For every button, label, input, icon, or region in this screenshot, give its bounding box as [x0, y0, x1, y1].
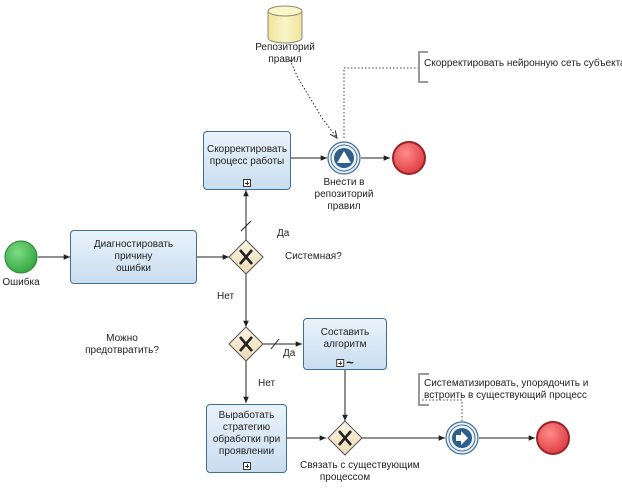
- default-flow-slash-top: [240, 220, 252, 232]
- task-strategy-line1: Выработать: [218, 409, 275, 421]
- flow-label-no-mid: Нет: [217, 291, 235, 302]
- sequence-flows: [38, 155, 535, 441]
- subprocess-loop-marker[interactable]: ~: [336, 355, 354, 370]
- gateway-systemic-label: Системная?: [285, 251, 342, 262]
- subprocess-plus-icon[interactable]: [336, 359, 345, 367]
- task-strategy-line3: обработки при: [212, 433, 281, 445]
- flow-label-yes-top: Да: [277, 228, 290, 239]
- start-event-label: Ошибка: [2, 277, 40, 288]
- subprocess-marker[interactable]: [243, 179, 251, 187]
- subprocess-marker[interactable]: [242, 462, 251, 470]
- annotation-bracket-top: [418, 51, 428, 83]
- exclusive-gateway-systemic[interactable]: [228, 239, 264, 275]
- subprocess-plus-icon[interactable]: [242, 462, 251, 470]
- data-association: [289, 59, 337, 138]
- data-store-icon[interactable]: [267, 5, 303, 44]
- annotation-top: Скорректировать нейронную сеть субъекта: [424, 58, 622, 69]
- loop-tilde-icon: ~: [346, 355, 354, 370]
- end-event-bottom-icon[interactable]: [536, 421, 570, 455]
- flow-label-yes-mid: Да: [283, 348, 296, 359]
- task-strategy-line2: стратегию: [222, 421, 271, 433]
- flow-label-no-bottom: Нет: [258, 378, 276, 389]
- intermediate-event-escalation-icon[interactable]: [327, 141, 361, 175]
- annotation-association-top: [343, 67, 418, 138]
- end-event-top-icon[interactable]: [392, 141, 426, 175]
- exclusive-gateway-merge[interactable]: [327, 420, 363, 456]
- task-diagnose-line1: Диагностировать причину: [93, 239, 174, 262]
- task-correct-line1: Скорректировать: [206, 143, 288, 155]
- exclusive-gateway-preventable[interactable]: [228, 326, 264, 362]
- task-correct-line2: процесс работы: [209, 155, 285, 167]
- annotation-bracket-bottom: [418, 373, 429, 406]
- default-flow-slash-mid: [270, 338, 280, 350]
- annotation-association-bottom: [420, 399, 463, 421]
- start-event-icon[interactable]: [4, 240, 38, 274]
- intermediate-event-link-icon[interactable]: [445, 421, 479, 455]
- task-strategy-line4: проявлении: [218, 445, 275, 457]
- task-compose-line2: алгоритм: [323, 339, 367, 350]
- subprocess-plus-icon[interactable]: [243, 179, 251, 187]
- task-compose-line1: Составить: [320, 327, 370, 338]
- task-diagnose-line2: ошибки: [116, 263, 151, 274]
